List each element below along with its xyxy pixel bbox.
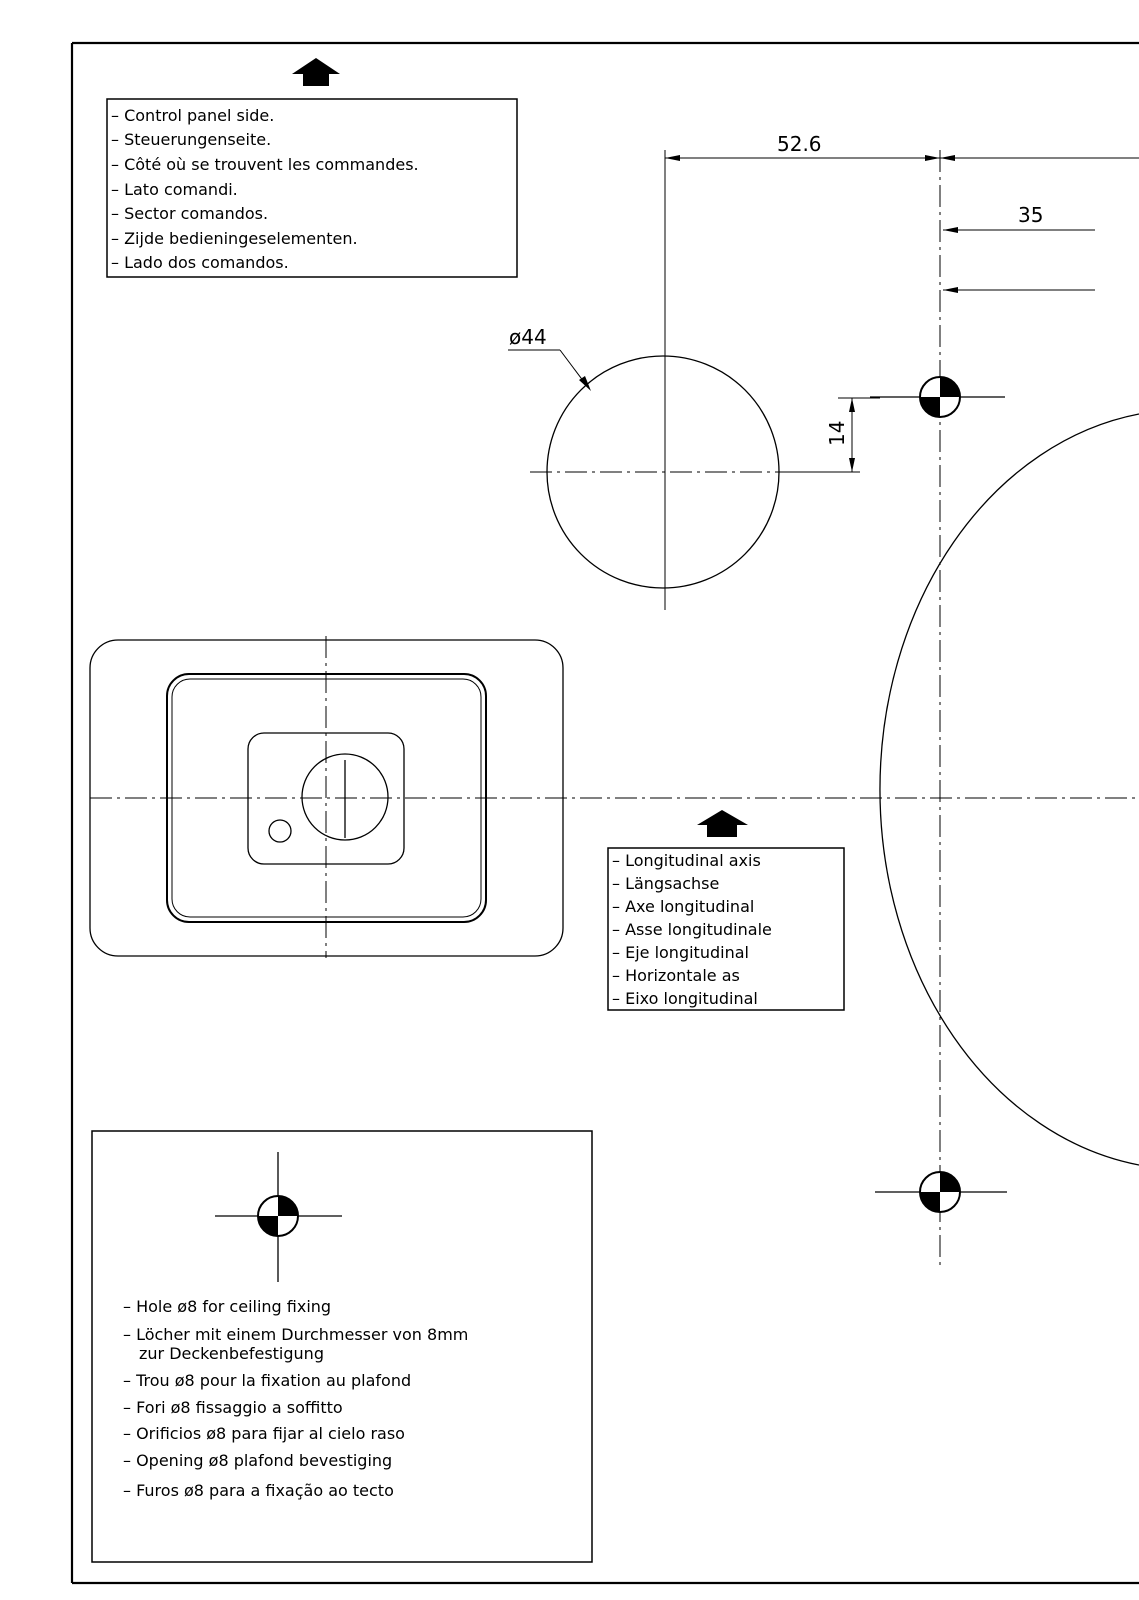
control-panel-note: – Control panel side. – Steuerungenseite… xyxy=(106,98,518,278)
dimension-14-label: 14 xyxy=(825,421,849,446)
control-panel-line-3: – Côté où se trouvent les commandes. xyxy=(111,155,419,174)
hole-note-line-2: – Löcher mit einem Durchmesser von 8mm xyxy=(123,1325,468,1344)
up-arrow-icon xyxy=(292,58,340,86)
longitudinal-line-1: – Longitudinal axis xyxy=(612,851,761,870)
diameter-44-label: ø44 xyxy=(509,325,547,349)
hole-fixing-note: – Hole ø8 for ceiling fixing – Löcher mi… xyxy=(91,1130,593,1563)
longitudinal-line-4: – Asse longitudinale xyxy=(612,920,772,939)
dimension-14: 14 xyxy=(780,397,880,473)
dimension-35-label: 35 xyxy=(1018,203,1043,227)
hole-note-line-8: – Furos ø8 para a fixação ao tecto xyxy=(123,1481,394,1500)
dimension-52-6: 52.6 xyxy=(664,132,1139,610)
drawing-frame xyxy=(70,41,1139,1585)
hole-note-line-5: – Fori ø8 fissaggio a soffitto xyxy=(123,1398,343,1417)
dimension-line-3 xyxy=(943,287,1095,293)
control-panel-line-2: – Steuerungenseite. xyxy=(111,130,271,149)
longitudinal-line-2: – Längsachse xyxy=(612,874,719,893)
longitudinal-line-3: – Axe longitudinal xyxy=(612,897,754,916)
hole-note-line-6: – Orificios ø8 para fijar al cielo raso xyxy=(123,1424,405,1443)
dimension-35: 35 xyxy=(943,203,1095,233)
longitudinal-line-6: – Horizontale as xyxy=(612,966,740,985)
diameter-44-circle: ø44 xyxy=(508,325,795,589)
dimension-52-6-label: 52.6 xyxy=(777,132,822,156)
fixing-hole-legend-symbol xyxy=(215,1152,342,1282)
longitudinal-line-5: – Eje longitudinal xyxy=(612,943,749,962)
fixing-hole-symbol-upper xyxy=(870,376,1005,418)
longitudinal-axis-note: – Longitudinal axis – Längsachse – Axe l… xyxy=(607,847,845,1011)
up-arrow-icon xyxy=(697,810,748,837)
hole-note-line-3: zur Deckenbefestigung xyxy=(139,1344,324,1363)
control-panel-line-1: – Control panel side. xyxy=(111,106,274,125)
control-panel-line-7: – Lado dos comandos. xyxy=(111,253,289,272)
hole-note-line-7: – Opening ø8 plafond bevestiging xyxy=(123,1451,392,1470)
large-circle-outline xyxy=(879,413,1139,1166)
control-panel-line-5: – Sector comandos. xyxy=(111,204,268,223)
control-panel-line-4: – Lato comandi. xyxy=(111,180,238,199)
control-panel-outline xyxy=(89,636,564,958)
hole-note-line-1: – Hole ø8 for ceiling fixing xyxy=(123,1297,331,1316)
longitudinal-line-7: – Eixo longitudinal xyxy=(612,989,758,1008)
hole-note-line-4: – Trou ø8 pour la fixation au plafond xyxy=(123,1371,411,1390)
fixing-hole-symbol-lower xyxy=(875,1171,1007,1213)
control-panel-line-6: – Zijde bedieningeselementen. xyxy=(111,229,358,248)
